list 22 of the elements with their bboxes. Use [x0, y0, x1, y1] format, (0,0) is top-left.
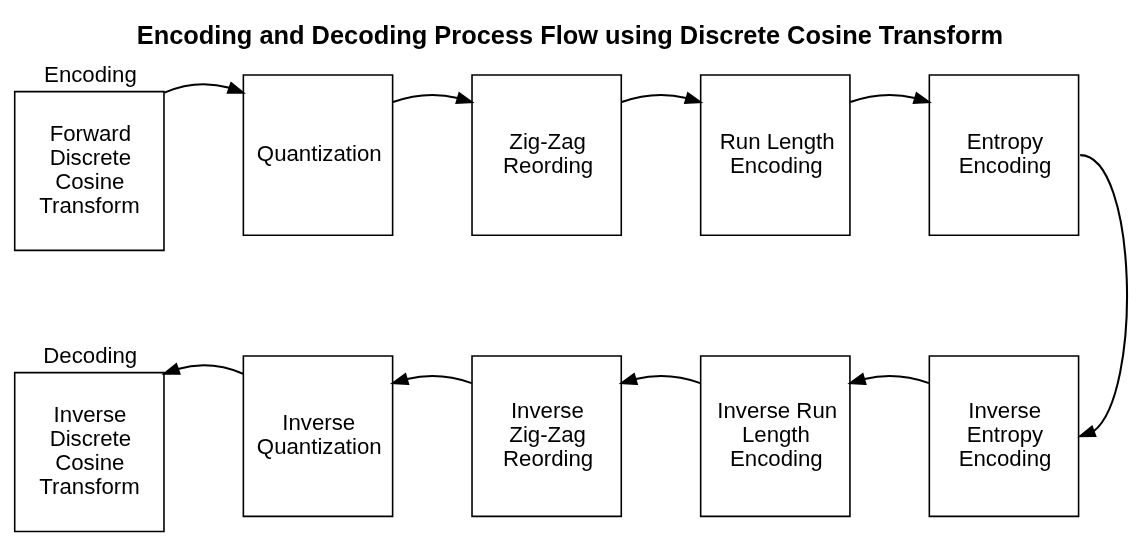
node-box: Inverse Quantization [242, 355, 394, 518]
arrow [850, 91, 932, 104]
arrow [390, 372, 472, 385]
node-box: Zig-Zag Reording [471, 74, 623, 237]
node-box: Forward Discrete Cosine Transform [13, 90, 165, 252]
arrow [621, 91, 704, 104]
arrow [161, 362, 244, 375]
node-box: Entropy Encoding [928, 74, 1080, 237]
arrow [618, 372, 701, 385]
node-box: Inverse Discrete Cosine Transform [13, 371, 165, 533]
node-label: Decoding [43, 343, 138, 369]
node-box: Inverse Entropy Encoding [928, 355, 1080, 518]
node-label: Encoding [44, 62, 137, 88]
arrow [392, 91, 475, 104]
arrow [1077, 154, 1128, 438]
node-box: Inverse Zig-Zag Reording [471, 355, 623, 518]
arrow [847, 372, 930, 385]
node-box: Quantization [242, 74, 394, 237]
arrow [164, 81, 246, 94]
diagram-title: Encoding and Decoding Process Flow using Discrete Cosine Transform [136, 21, 1003, 50]
node-box: Inverse Run Length Encoding [699, 355, 851, 518]
node-box: Run Length Encoding [699, 74, 851, 237]
